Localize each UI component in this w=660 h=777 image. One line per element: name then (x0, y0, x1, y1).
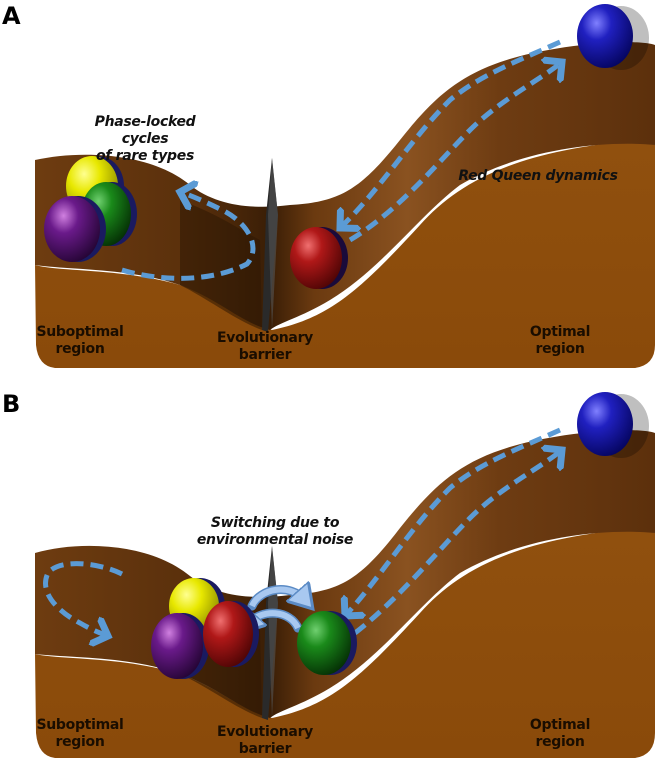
cycle-annotation-line2: of rare types (96, 148, 194, 164)
blue-sphere-a (577, 4, 633, 68)
terrain-front-b (35, 528, 655, 758)
red-queen-arrow-up-a (348, 62, 562, 243)
switching-annotation-line2: environmental noise (196, 532, 354, 548)
label-line: Suboptimal (36, 717, 124, 733)
purple-sphere-a (44, 196, 100, 262)
cycle-annotation-a: Phase-locked cycles of rare types (70, 114, 220, 165)
label-line: region (535, 734, 585, 750)
landscape-b (35, 392, 655, 758)
label-line: Suboptimal (36, 324, 124, 340)
suboptimal-region-label-b: Suboptimal region (35, 717, 125, 751)
label-line: Evolutionary (216, 330, 314, 346)
label-line: region (535, 341, 585, 357)
blue-sphere-b (577, 392, 633, 456)
label-line: Optimal (529, 717, 591, 733)
barrier-label-b: Evolutionary barrier (210, 724, 320, 758)
red-sphere-b (203, 601, 253, 667)
label-line: barrier (238, 347, 292, 363)
panel-b: B (0, 388, 660, 777)
red-queen-arrow-up-b (353, 450, 562, 635)
terrain-front-a (35, 140, 655, 368)
cycle-arrow-a (121, 192, 256, 281)
cycle-arrow-b (43, 561, 124, 636)
panel-label-a: A (2, 2, 21, 30)
label-line: barrier (238, 741, 292, 757)
label-line: region (55, 341, 105, 357)
label-line: Optimal (529, 324, 591, 340)
suboptimal-region-label-a: Suboptimal region (35, 324, 125, 358)
red-queen-annotation-a: Red Queen dynamics (458, 168, 618, 184)
green-sphere-b (297, 611, 351, 675)
cycle-annotation-line1: Phase-locked cycles (94, 114, 196, 147)
red-queen-arrow-down-b (345, 427, 562, 616)
label-line: region (55, 734, 105, 750)
landscape-a (35, 4, 655, 368)
red-sphere-a (290, 227, 342, 289)
barrier-label-a: Evolutionary barrier (210, 330, 320, 364)
panel-label-b: B (2, 390, 21, 418)
panel-a: A (0, 0, 660, 380)
red-queen-arrow-down-a (340, 39, 562, 228)
switching-annotation-line1: Switching due to (210, 515, 340, 531)
optimal-region-label-a: Optimal region (515, 324, 605, 358)
purple-sphere-b (151, 613, 203, 679)
switching-annotation-b: Switching due to environmental noise (190, 515, 360, 549)
optimal-region-label-b: Optimal region (515, 717, 605, 751)
label-line: Evolutionary (216, 724, 314, 740)
